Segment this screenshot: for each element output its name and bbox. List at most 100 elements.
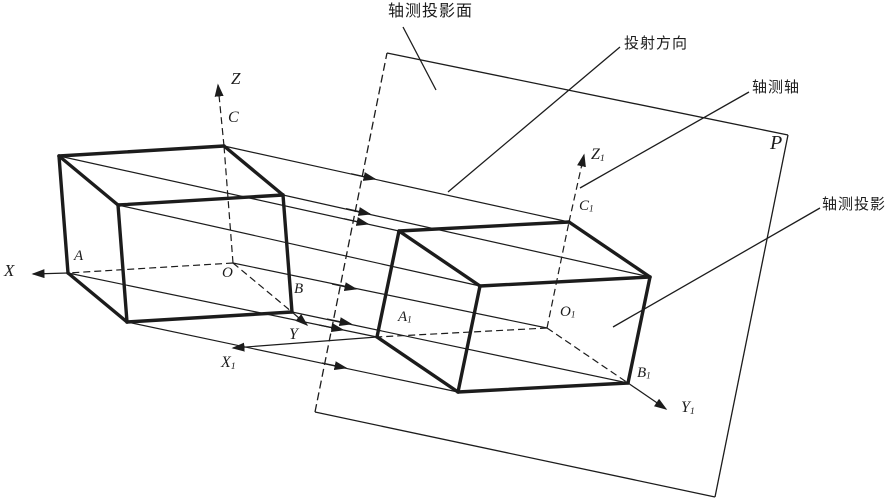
y1-axis-hidden bbox=[546, 327, 629, 384]
projection-rays bbox=[58, 145, 651, 393]
plane-top-edge bbox=[386, 52, 789, 136]
proj-cube-back-left-vertical bbox=[375, 229, 401, 339]
ray-arrow-4 bbox=[345, 207, 372, 216]
axes-callout-leader bbox=[579, 91, 750, 189]
proj-cube-front-left-vertical bbox=[456, 284, 482, 394]
ray-arrow-6 bbox=[331, 282, 358, 292]
label-z: Z bbox=[231, 70, 240, 87]
label-b1: B1 bbox=[637, 366, 651, 382]
label-text: C bbox=[228, 109, 239, 126]
direction-callout-leader bbox=[447, 46, 621, 193]
proj-cube-bottom-front-edge bbox=[456, 381, 630, 394]
ray-arrow-1 bbox=[343, 217, 370, 226]
callout-leaders bbox=[402, 26, 821, 328]
label-x1: X1 bbox=[221, 355, 236, 372]
axonometric-axes bbox=[231, 153, 668, 410]
label-p: P bbox=[770, 133, 782, 153]
label-subscript: 1 bbox=[589, 204, 594, 215]
cube-front-right-vertical bbox=[281, 193, 294, 314]
x-axis-hidden bbox=[67, 262, 234, 274]
label-text: B bbox=[294, 281, 304, 297]
ray-top-front-left bbox=[117, 204, 481, 287]
label-a1: A1 bbox=[398, 310, 412, 326]
label-subscript: 1 bbox=[570, 310, 576, 321]
y1-axis bbox=[627, 382, 668, 410]
cube-top-back-edge bbox=[57, 144, 226, 158]
cube-front-left-vertical bbox=[116, 203, 129, 324]
ray-arrow-8 bbox=[326, 317, 353, 327]
plane-left-edge bbox=[314, 52, 388, 413]
cube-back-left-vertical bbox=[57, 154, 70, 275]
x1-axis-hidden bbox=[376, 327, 548, 338]
direction-callout-label: 投射方向 bbox=[624, 35, 689, 52]
x1-axis bbox=[231, 336, 378, 352]
label-z1: Z1 bbox=[591, 147, 605, 164]
projected-cube bbox=[375, 220, 652, 394]
cube-bottom-left-edge bbox=[66, 271, 129, 324]
label-text: Y bbox=[681, 399, 690, 416]
plane-right-edge bbox=[714, 134, 789, 498]
source-axes bbox=[31, 83, 309, 326]
label-subscript: 1 bbox=[689, 405, 695, 417]
label-c: C bbox=[228, 110, 239, 126]
proj-cube-top-left-edge bbox=[397, 229, 482, 288]
label-text: X bbox=[221, 354, 231, 371]
proj-cube-top-right-edge bbox=[567, 220, 652, 279]
y-axis-hidden bbox=[232, 262, 293, 313]
label-text: O bbox=[222, 265, 233, 281]
label-text: X bbox=[4, 261, 15, 280]
label-text: P bbox=[770, 132, 783, 154]
x-axis bbox=[31, 269, 69, 279]
label-text: A bbox=[398, 309, 408, 325]
label-text: Z bbox=[231, 69, 241, 88]
plane-bottom-edge bbox=[314, 411, 716, 498]
label-y: Y bbox=[289, 327, 298, 343]
label-text: A bbox=[74, 248, 84, 264]
projection-callout-leader bbox=[612, 207, 821, 328]
label-c1: C1 bbox=[579, 199, 594, 215]
z1-axis-hidden bbox=[546, 221, 570, 329]
ray-arrow-7 bbox=[321, 361, 348, 371]
projection-callout-label: 轴测投影 bbox=[822, 196, 887, 213]
ray-arrow-5 bbox=[318, 323, 345, 333]
label-a: A bbox=[74, 249, 83, 264]
label-text: B bbox=[637, 365, 647, 381]
label-text: C bbox=[579, 198, 590, 214]
z-axis bbox=[214, 83, 225, 147]
label-subscript: 1 bbox=[646, 371, 651, 382]
label-subscript: 1 bbox=[230, 360, 236, 372]
cube-top-left-edge bbox=[57, 154, 120, 207]
axes-callout-label: 轴测轴 bbox=[752, 79, 801, 96]
proj-cube-top-front-edge bbox=[478, 275, 652, 288]
plane-callout-label: 轴测投影面 bbox=[388, 3, 474, 20]
label-o1: O1 bbox=[560, 305, 576, 321]
cube-bottom-front-edge bbox=[125, 310, 294, 324]
label-text: Z bbox=[591, 146, 600, 163]
z1-axis bbox=[568, 153, 586, 223]
label-text: Y bbox=[289, 326, 298, 343]
ray-arrow-2 bbox=[350, 172, 377, 181]
z-axis-hidden bbox=[223, 145, 234, 264]
label-x: X bbox=[4, 262, 14, 279]
source-cube bbox=[57, 144, 294, 324]
label-subscript: 1 bbox=[599, 152, 605, 164]
proj-cube-bottom-left-edge bbox=[375, 335, 460, 394]
label-y1: Y1 bbox=[681, 400, 695, 417]
label-o: O bbox=[222, 266, 233, 281]
ray-vertex-c bbox=[223, 145, 570, 223]
proj-cube-top-back-edge bbox=[397, 220, 571, 233]
label-b: B bbox=[294, 282, 303, 297]
ray-bottom-front-left bbox=[126, 321, 459, 393]
proj-cube-front-right-vertical bbox=[626, 275, 652, 385]
ray-vertex-o bbox=[232, 262, 548, 329]
plane-callout-leader bbox=[402, 26, 437, 91]
label-subscript: 1 bbox=[407, 315, 412, 326]
label-text: O bbox=[560, 304, 571, 320]
y-axis bbox=[291, 311, 309, 326]
ray-top-back-left bbox=[58, 155, 400, 232]
cube-top-front-edge bbox=[116, 193, 285, 207]
projection-plane bbox=[314, 52, 789, 498]
ray-top-front-right bbox=[282, 194, 651, 278]
